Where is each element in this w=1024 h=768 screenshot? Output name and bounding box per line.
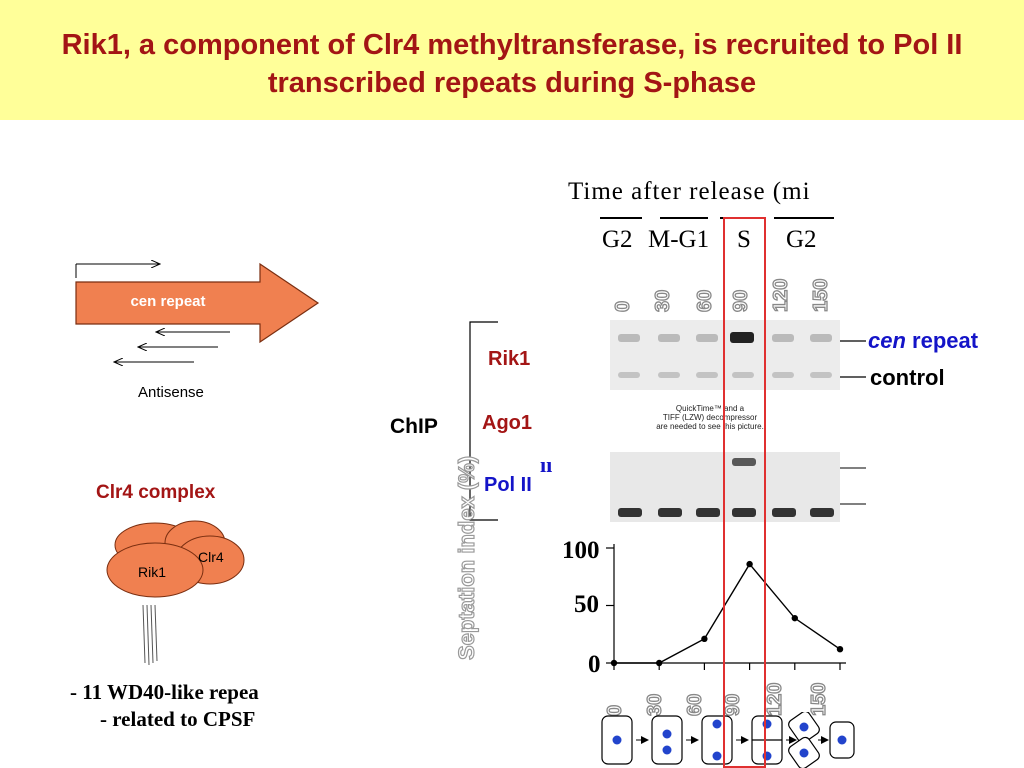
clr4-subunit-label: Clr4 — [198, 549, 224, 565]
slide-title: Rik1, a component of Clr4 methyltransfer… — [61, 29, 963, 99]
cen-repeat-band-label: cen repeat — [868, 328, 978, 354]
title-bar — [0, 0, 1024, 120]
clr4-complex-title: Clr4 complex — [96, 482, 216, 503]
xtick-label-120: 120 — [763, 682, 786, 717]
chip-row-pol2: Pol II — [484, 474, 532, 496]
time-after-release-label: Time after release (mi — [568, 178, 811, 205]
phase-g2-second: G2 — [786, 226, 817, 253]
septation-ylabel: Septation index (%) — [453, 455, 479, 660]
bullet-wd40: - 11 WD40-like repea — [70, 680, 259, 704]
chip-label: ChIP — [390, 415, 438, 438]
cell-mitosis — [651, 715, 683, 765]
bullet-cpsf: - related to CPSF — [100, 707, 256, 731]
cen-repeat-label: cen repeat — [130, 293, 206, 310]
data-point-60 — [701, 635, 708, 643]
s-phase-highlight-box — [723, 217, 766, 768]
data-point-150 — [836, 646, 844, 653]
data-point-0 — [610, 659, 618, 667]
data-point-120 — [791, 614, 798, 622]
pol2-band-pointers — [840, 467, 866, 505]
pol2-mark: ıı — [540, 452, 553, 477]
control-band-label: control — [870, 365, 945, 390]
rik1-subunit — [106, 542, 204, 598]
rik1-gel — [610, 320, 840, 390]
chip-bracket — [469, 321, 498, 521]
phase-s: S — [737, 226, 751, 253]
data-point-90 — [746, 560, 753, 568]
cen-repeat-diagram — [75, 250, 320, 410]
antisense-label: Antisense — [138, 384, 204, 401]
chip-row-ago1: Ago1 — [482, 412, 532, 434]
cen-repeat-arrow — [75, 262, 320, 344]
chip-row-rik1: Rik1 — [488, 348, 531, 370]
rik1-subunit-label: Rik1 — [138, 564, 167, 580]
xtick-label-150: 150 — [807, 682, 830, 717]
quicktime-placeholder: QuickTime™ and a TIFF (LZW) decompressor… — [656, 404, 764, 431]
phase-g2-first: G2 — [602, 226, 633, 253]
phase-m-g1: M-G1 — [648, 226, 710, 253]
cen-text: cen — [868, 328, 906, 353]
band-pointers — [840, 340, 866, 378]
repeat-text: repeat — [912, 328, 979, 353]
septation-series-line — [614, 562, 841, 664]
clr4-complex-diagram — [106, 520, 245, 666]
ytick-label-100: 100 — [562, 537, 600, 564]
pol2-gel — [610, 452, 840, 522]
ytick-label-0: 0 — [588, 651, 601, 678]
data-point-30 — [656, 659, 663, 667]
ytick-label-50: 50 — [574, 591, 599, 618]
